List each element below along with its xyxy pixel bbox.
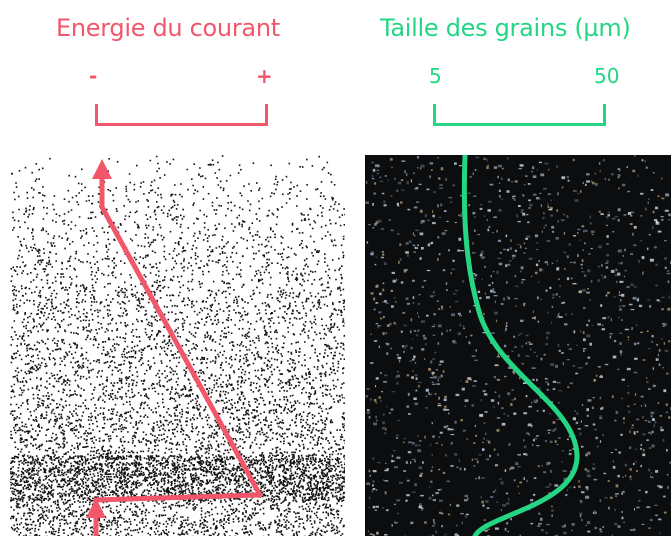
grain-size-curve-line xyxy=(461,155,580,536)
grain-min-label: 5 xyxy=(429,64,442,88)
thin-section-photo-svg xyxy=(365,155,671,536)
grain-max-label: 50 xyxy=(594,64,620,88)
energy-title: Energie du courant xyxy=(56,14,280,42)
sediment-dots-texture xyxy=(10,155,345,536)
sediment-dots-panel xyxy=(10,155,345,536)
sediment-dots-svg xyxy=(10,155,345,536)
energy-max-label: + xyxy=(256,64,273,88)
thin-section-photo-panel xyxy=(365,155,671,536)
sediment-dots xyxy=(10,155,345,536)
mineral-grain-texture xyxy=(365,155,671,536)
mineral-grain-texture xyxy=(368,156,671,536)
energy-scale-bracket xyxy=(95,104,268,126)
energy-arrow-top-head xyxy=(92,159,112,179)
mineral-grains xyxy=(365,155,671,536)
mineral-grain-texture xyxy=(367,165,669,536)
grain-scale-bracket xyxy=(433,104,606,126)
mineral-grain-texture xyxy=(368,156,671,536)
grain-size-title: Taille des grains (µm) xyxy=(380,14,631,42)
energy-arrow-bottom-head xyxy=(86,498,106,518)
energy-min-label: - xyxy=(89,64,98,88)
